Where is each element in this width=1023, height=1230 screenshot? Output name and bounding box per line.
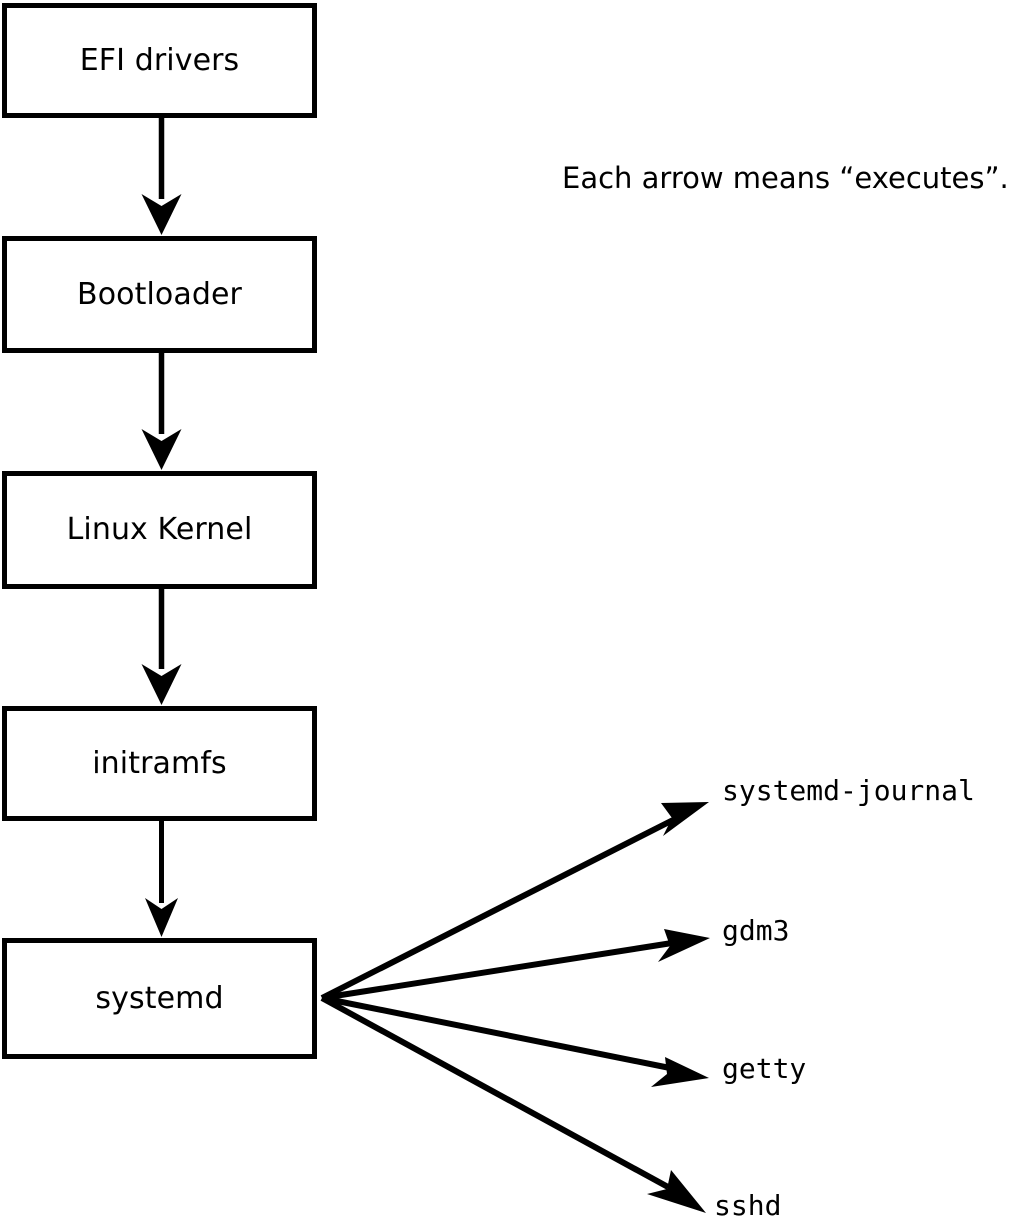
service-label-sshd: sshd bbox=[714, 1189, 782, 1222]
arrow-systemd-to-systemd-journal bbox=[320, 802, 709, 1001]
arrow-systemd-to-sshd bbox=[320, 995, 706, 1213]
stage-box-efi-drivers[interactable]: EFI drivers bbox=[2, 3, 317, 118]
arrow-systemd-to-gdm3 bbox=[321, 929, 710, 1001]
fanout-arrow-group bbox=[320, 802, 710, 1213]
service-label-getty: getty bbox=[722, 1052, 807, 1085]
vertical-arrow-group bbox=[141, 117, 182, 937]
service-label-gdm3: gdm3 bbox=[722, 914, 790, 947]
arrow-efi-drivers-to-bootloader bbox=[141, 117, 182, 235]
legend-note: Each arrow means “executes”. bbox=[562, 161, 1009, 195]
stage-box-initramfs[interactable]: initramfs bbox=[2, 706, 317, 821]
stage-box-bootloader[interactable]: Bootloader bbox=[2, 236, 317, 353]
arrow-systemd-to-getty bbox=[321, 995, 709, 1087]
arrow-initramfs-to-systemd bbox=[145, 820, 178, 937]
arrow-linux-kernel-to-initramfs bbox=[141, 588, 182, 705]
service-label-systemd-journal: systemd-journal bbox=[722, 774, 975, 807]
stage-label-initramfs: initramfs bbox=[92, 745, 227, 781]
stage-label-linux-kernel: Linux Kernel bbox=[66, 512, 253, 547]
stage-label-efi-drivers: EFI drivers bbox=[79, 42, 240, 78]
stage-label-bootloader: Bootloader bbox=[77, 276, 242, 312]
arrow-bootloader-to-linux-kernel bbox=[141, 352, 182, 470]
stage-box-systemd[interactable]: systemd bbox=[2, 938, 317, 1059]
stage-box-linux-kernel[interactable]: Linux Kernel bbox=[2, 471, 317, 589]
stage-label-systemd: systemd bbox=[95, 980, 224, 1016]
